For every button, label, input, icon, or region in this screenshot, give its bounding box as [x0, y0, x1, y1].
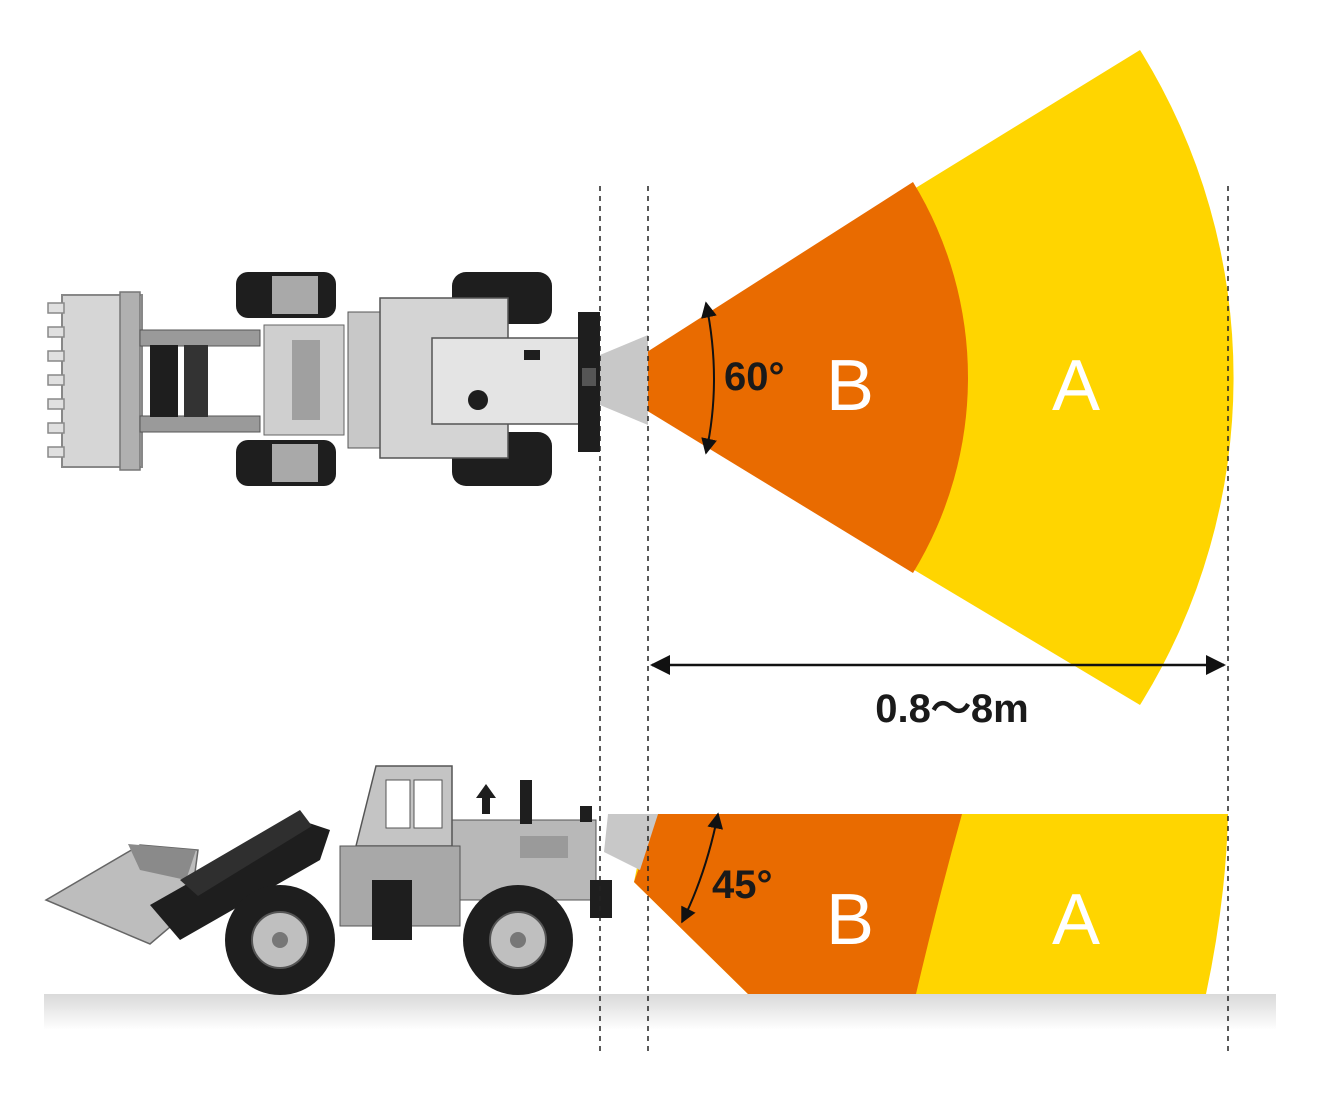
top-angle-label: 60° [724, 355, 785, 399]
side-angle-label: 45° [712, 863, 773, 907]
top-view: 60° B A [47, 50, 1234, 705]
side-angle-arc [681, 812, 724, 924]
side-zone-b [634, 814, 962, 994]
ground [44, 994, 1276, 1030]
side-view: 45° B A [44, 765, 1276, 1030]
top-angle-arc [701, 301, 717, 455]
top-sensor-cone [600, 335, 648, 425]
top-zone-b-label: B [826, 346, 874, 426]
loader-top-illustration [47, 272, 600, 486]
top-zone-b [600, 182, 968, 573]
reference-lines [599, 186, 1229, 1052]
side-sensor-cone [604, 814, 658, 870]
top-zone-a-label: A [1052, 346, 1100, 426]
loader-side-illustration [44, 765, 612, 995]
range-dimension: 0.8～8m [650, 655, 1226, 731]
side-zone-a-label: A [1052, 880, 1100, 960]
range-label: 0.8～8m [875, 687, 1028, 731]
side-zone-b-label: B [826, 880, 874, 960]
